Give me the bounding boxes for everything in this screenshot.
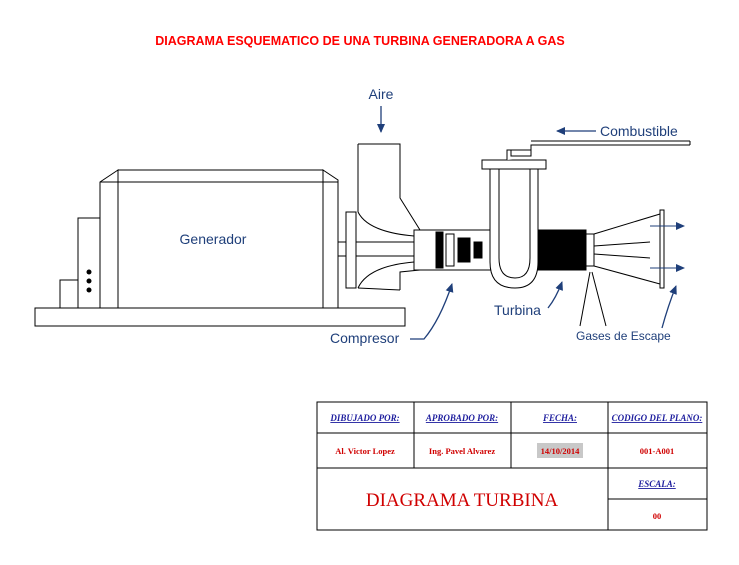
scale-header: ESCALA:: [637, 479, 676, 489]
turbine-label: Turbina: [494, 302, 541, 318]
indicator-dot: [86, 278, 92, 284]
approved-by-value: Ing. Pavel Alvarez: [429, 446, 495, 456]
drawn-by-header: DIBUJADO POR:: [329, 413, 399, 423]
compressor-leader-icon: [410, 283, 454, 340]
approved-by-header: APROBADO POR:: [425, 413, 498, 423]
turbine-section: [537, 229, 595, 271]
indicator-dot: [86, 287, 92, 293]
indicator-dot: [86, 269, 92, 275]
compressor: [413, 229, 495, 271]
date-value: 14/10/2014: [541, 446, 580, 456]
title-block: [316, 401, 708, 531]
turbine-leader-icon: [547, 281, 563, 309]
compressor-label: Compresor: [330, 330, 400, 346]
date-header: FECHA:: [542, 413, 577, 423]
combustion-chamber: [481, 140, 691, 289]
exhaust-leader-lines: [579, 271, 607, 327]
generator: [77, 169, 339, 309]
fuel-label: Combustible: [600, 123, 678, 139]
drawing-title: DIAGRAMA TURBINA: [366, 490, 559, 511]
air-intake-housing: [357, 143, 421, 291]
exhaust-label: Gases de Escape: [576, 329, 671, 343]
scale-value: 00: [653, 511, 662, 521]
exhaust-leader-icon: [661, 285, 677, 329]
generator-label: Generador: [180, 231, 247, 247]
plan-code-value: 001-A001: [640, 446, 674, 456]
exhaust-diffuser: [593, 209, 665, 289]
date-highlight: [537, 443, 583, 458]
diagram-title: DIAGRAMA ESQUEMATICO DE UNA TURBINA GENE…: [155, 34, 565, 48]
plan-code-header: CODIGO DEL PLANO:: [612, 413, 703, 423]
air-label: Aire: [369, 86, 394, 102]
drawn-by-value: Al. Victor Lopez: [335, 446, 395, 456]
